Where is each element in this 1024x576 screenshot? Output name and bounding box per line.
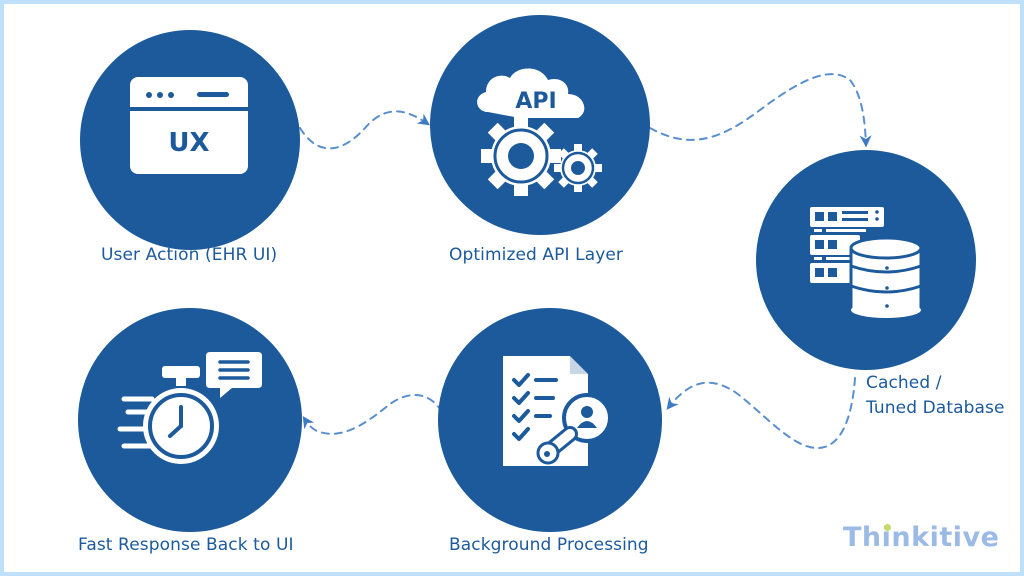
step-label-background: Background Processing: [449, 535, 649, 555]
brand-logo: Thinkitive: [843, 522, 999, 553]
brand-logo-pre: Th: [843, 522, 882, 553]
connector-background-to-response: [302, 393, 443, 435]
connector-db-to-background: [666, 377, 856, 450]
brand-logo-post: nkitive: [891, 522, 1000, 553]
step-circle-api-layer: [430, 15, 650, 235]
browser-ux-text: UX: [168, 128, 209, 158]
step-label-database-line1: Cached /: [866, 373, 942, 393]
connector-api-to-db: [649, 73, 872, 148]
stopwatch-message-icon: [117, 352, 262, 464]
checklist-key-icon: [503, 356, 612, 466]
browser-ux-icon: UX: [130, 77, 248, 174]
step-label-fast-response: Fast Response Back to UI: [78, 535, 294, 555]
step-label-database-line2: Tuned Database: [866, 398, 1005, 418]
server-database-icon: [810, 207, 923, 318]
connector-user-to-api: [299, 110, 430, 150]
step-label-api-layer: Optimized API Layer: [449, 245, 624, 265]
brand-logo-i: i: [881, 522, 892, 553]
cloud-api-text: API: [515, 89, 556, 114]
step-label-user-action: User Action (EHR UI): [101, 245, 278, 265]
